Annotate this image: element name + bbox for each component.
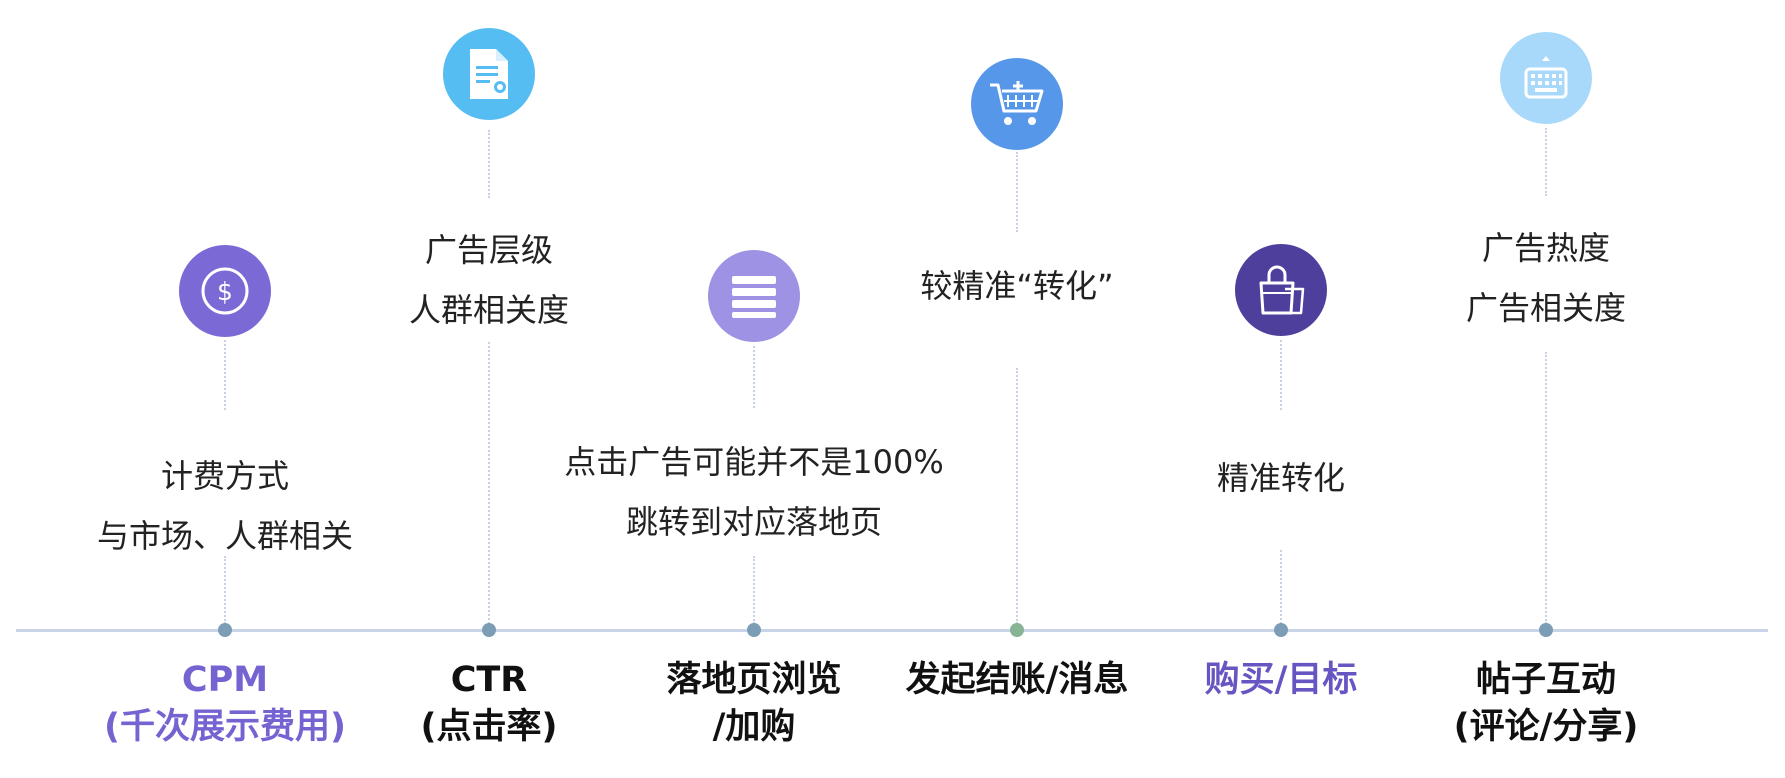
connector-line (488, 342, 490, 624)
connector-line (1545, 352, 1547, 624)
connector-line (224, 556, 226, 624)
document-certificate-icon (443, 28, 535, 120)
connector-line (1016, 368, 1018, 624)
timeline-axis (16, 629, 1768, 632)
connector-line (1280, 550, 1282, 624)
stage-label: 帖子互动 (评论/分享) (1453, 660, 1639, 747)
shopping-cart-icon (971, 58, 1063, 150)
timeline-node (1010, 623, 1024, 637)
stage-description: 较精准“转化” (920, 267, 1114, 305)
stage-label: 购买/目标 (1204, 660, 1358, 700)
timeline-node (482, 623, 496, 637)
stacked-layers-icon (708, 250, 800, 342)
connector-line (1545, 128, 1547, 196)
connector-line (753, 346, 755, 408)
keyboard-icon (1500, 32, 1592, 124)
timeline-node (218, 623, 232, 637)
svg-text:$: $ (217, 277, 233, 306)
timeline-node (747, 623, 761, 637)
stage-label: 发起结账/消息 (905, 660, 1129, 700)
stage-label: CPM (千次展示费用) (104, 660, 346, 747)
connector-line (753, 556, 755, 624)
stage-description: 计费方式 与市场、人群相关 (96, 457, 353, 555)
connector-line (1016, 152, 1018, 232)
connector-line (224, 340, 226, 410)
stage-label: 落地页浏览 /加购 (666, 660, 842, 747)
connector-line (488, 130, 490, 198)
connector-line (1280, 340, 1282, 410)
shopping-bag-icon (1235, 244, 1327, 336)
timeline-node (1539, 623, 1553, 637)
stage-description: 点击广告可能并不是100% 跳转到对应落地页 (564, 443, 944, 541)
stage-description: 广告热度 广告相关度 (1465, 229, 1626, 327)
stage-description: 广告层级 人群相关度 (408, 231, 569, 329)
stage-description: 精准转化 (1216, 459, 1345, 497)
dollar-coin-icon: $ (179, 245, 271, 337)
timeline-node (1274, 623, 1288, 637)
stage-label: CTR (点击率) (420, 660, 558, 747)
